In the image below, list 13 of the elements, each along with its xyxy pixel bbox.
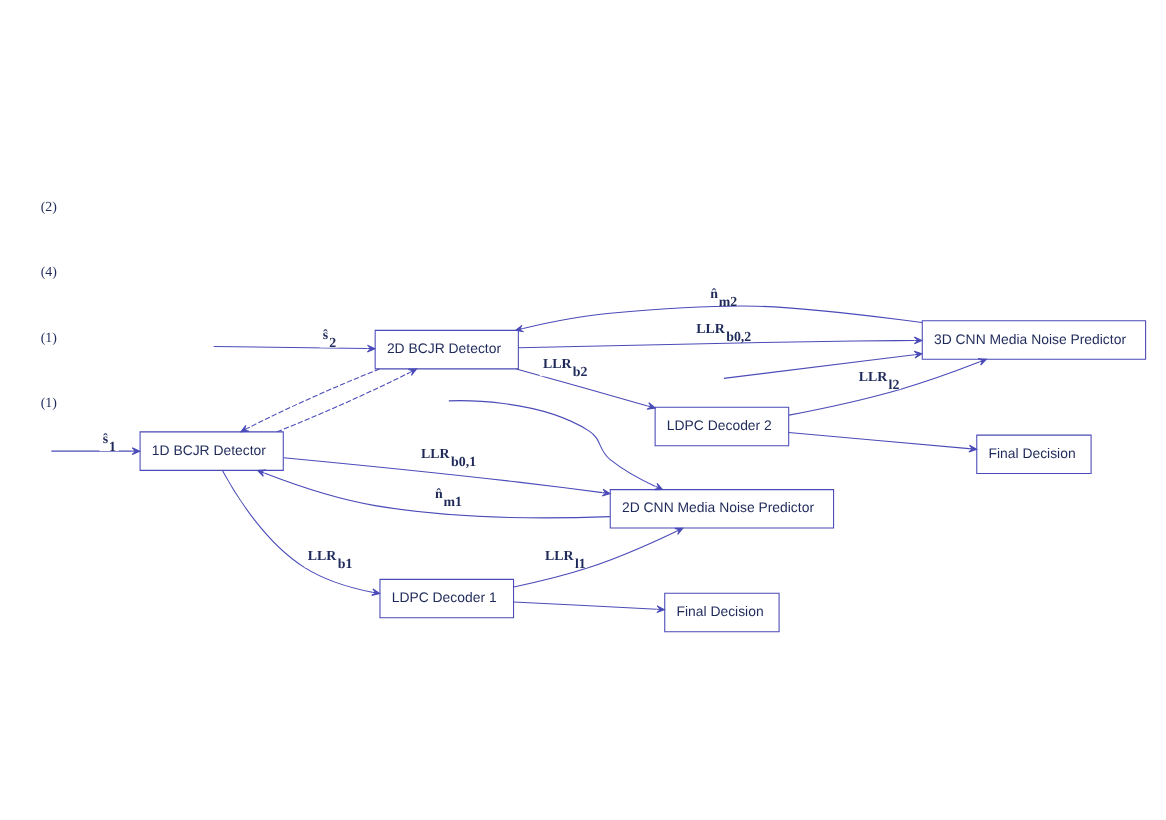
- arrow: [513, 527, 684, 588]
- arrow: [283, 457, 611, 497]
- arrow: [222, 470, 381, 597]
- arrow: [788, 431, 978, 453]
- arrow: [448, 400, 656, 487]
- arrow: [257, 469, 611, 519]
- arrow: [515, 368, 656, 410]
- arrow: [788, 358, 987, 416]
- arrow: [513, 601, 665, 614]
- arrow: [240, 368, 380, 433]
- arrow: [517, 336, 923, 349]
- arrow: [515, 305, 923, 333]
- arrow: [276, 368, 418, 433]
